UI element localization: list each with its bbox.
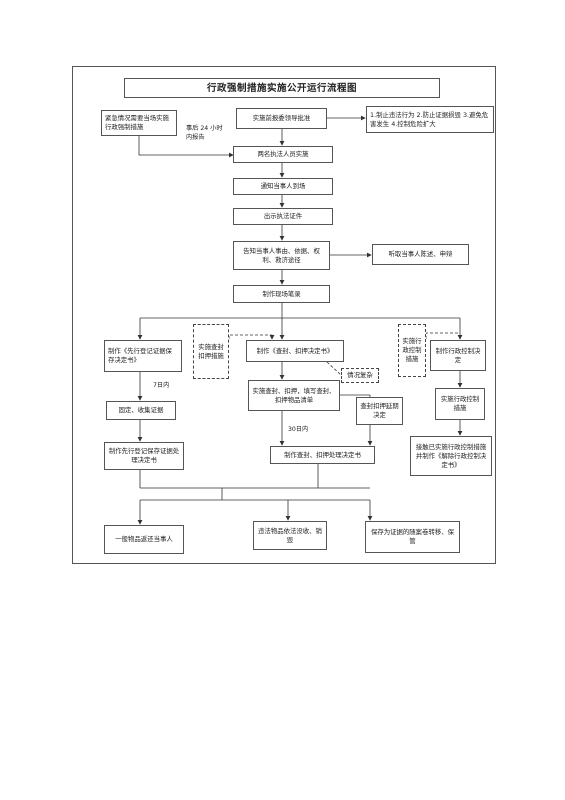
notify-party-box: 通知当事人到场 <box>233 178 333 195</box>
return-items-box: 一般物品返还当事人 <box>104 525 184 554</box>
extend-seal-box: 查封扣押延期决定 <box>356 397 403 425</box>
show-id-box: 出示执法证件 <box>233 208 333 225</box>
seal-measure-box: 实施查封扣押措施 <box>193 324 229 379</box>
thirty-days-label: 30日内 <box>288 426 309 433</box>
fix-evidence-box: 固定、收集证据 <box>106 401 176 420</box>
control-decision-box: 制作行政控制决定 <box>430 340 486 371</box>
do-control-box: 实施行政控制措施 <box>435 388 485 420</box>
seal-handle-box: 制作查封、扣押处理决定书 <box>270 446 375 464</box>
do-seal-box: 实施查封、扣押，填写查封、扣押物品清单 <box>248 380 340 411</box>
flowchart-frame <box>72 66 496 564</box>
report-24h-label: 事后 24 小时内报告 <box>186 125 223 141</box>
seven-days-label: 7日内 <box>153 382 170 389</box>
seal-decision-box: 制作《查封、扣押决定书》 <box>246 340 344 362</box>
confiscate-box: 违法物品依法没收、销毁 <box>253 521 327 550</box>
inform-party-box: 告知当事人事由、依据、权利、救济途径 <box>233 241 330 270</box>
release-control-box: 接触已实施行政控制措施并制作《解除行政控制决定书》 <box>410 436 492 476</box>
complex-case-box: 情况复杂 <box>341 368 379 383</box>
left-decision-box: 制作《先行登记证据保存决定书》 <box>104 340 182 372</box>
hear-party-box: 听取当事人陈述、申辩 <box>372 244 469 265</box>
two-officers-box: 两名执法人员实施 <box>233 146 333 163</box>
emergency-box: 紧急情况需要当场实施行政强制措施 <box>101 110 177 136</box>
left-handle-box: 制作先行登记保存证据处理决定书 <box>104 442 184 470</box>
page-title: 行政强制措施实施公开运行流程图 <box>124 78 440 98</box>
record-box: 制作现场笔录 <box>233 285 330 303</box>
conditions-box: 1.制止违法行为 2.防止证据损毁 3.避免危害发生 4.控制危险扩大 <box>366 106 494 133</box>
preserve-box: 保存为证据的随案卷转移、保管 <box>365 521 460 553</box>
control-measure-box: 实施行政控制措施 <box>398 324 426 377</box>
pre-approval-box: 实施前报委领导批准 <box>236 108 327 129</box>
